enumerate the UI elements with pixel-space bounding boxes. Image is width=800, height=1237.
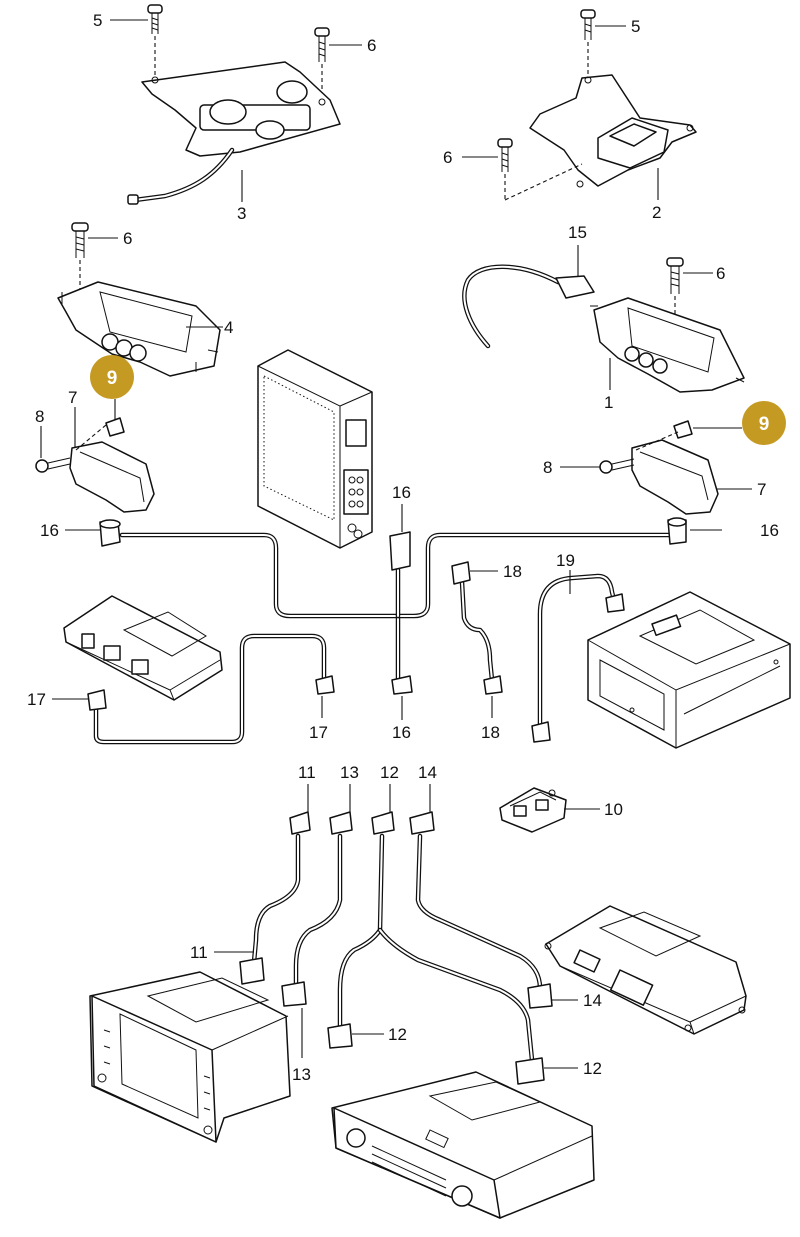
radio-cd-unit: [331, 1071, 595, 1219]
antenna-module-1: [590, 297, 745, 393]
callout-17-right: 17: [309, 723, 328, 742]
callout-7-left: 7: [68, 388, 77, 407]
callout-15: 15: [568, 223, 587, 242]
cable-14: [409, 811, 553, 1009]
highlight-callout-9-left: 9: [90, 355, 134, 399]
callout-12-bottom: 12: [583, 1059, 602, 1078]
cable-12: [327, 811, 545, 1085]
callout-5-top-left: 5: [93, 11, 102, 30]
callout-17-left: 17: [27, 690, 46, 709]
cable-11: [239, 811, 311, 985]
callout-10: 10: [604, 800, 623, 819]
control-unit: [63, 595, 223, 701]
callout-14-top: 14: [418, 763, 437, 782]
callout-8-left: 8: [35, 407, 44, 426]
bracket-10: [499, 787, 567, 833]
callout-9-right: 9: [759, 414, 770, 435]
navigation-head-unit: [89, 971, 291, 1143]
screw-8-right: [599, 458, 635, 474]
callout-6-top-left: 6: [367, 36, 376, 55]
callout-6-module-1: 6: [716, 264, 725, 283]
callout-2: 2: [652, 203, 661, 222]
screw-5-right: [580, 9, 596, 78]
amplifier-box: [257, 349, 373, 549]
callout-7-right: 7: [757, 480, 766, 499]
callout-13-bottom: 13: [292, 1065, 311, 1084]
callout-16-right: 16: [760, 521, 779, 540]
callout-9-left: 9: [107, 368, 118, 389]
callout-5-top-right: 5: [631, 17, 640, 36]
callout-11-bottom: 11: [190, 943, 208, 962]
callout-19: 19: [556, 551, 575, 570]
cable-19: [531, 573, 625, 743]
callout-13-top: 13: [340, 763, 359, 782]
callout-11-top: 11: [298, 763, 316, 782]
callout-8-right: 8: [543, 458, 552, 477]
callout-14-bottom: 14: [583, 991, 602, 1010]
callout-16-top: 16: [392, 483, 411, 502]
callout-3: 3: [237, 204, 246, 223]
clip-9-right: [673, 420, 693, 439]
cable-13: [281, 811, 353, 1007]
harness-16: [99, 517, 687, 695]
module-7-left: [69, 424, 155, 513]
antenna-module-4: [57, 281, 221, 377]
callout-6-module-4: 6: [123, 229, 132, 248]
callout-4: 4: [224, 318, 233, 337]
screw-8-left: [35, 457, 71, 473]
callout-12-top: 12: [380, 763, 399, 782]
screw-6-top-right: [497, 138, 583, 201]
callout-16-left: 16: [40, 521, 59, 540]
callout-6-top-right: 6: [443, 148, 452, 167]
highlight-callout-9-right: 9: [742, 401, 786, 445]
cable-15: [462, 264, 595, 349]
telephone-module: [544, 905, 747, 1035]
callout-18-top: 18: [503, 562, 522, 581]
cable-17: [87, 633, 335, 745]
cable-18: [451, 561, 503, 695]
callout-18-bottom: 18: [481, 723, 500, 742]
module-7-right: [631, 431, 719, 515]
screw-5-left: [147, 4, 163, 78]
clip-9-left: [105, 417, 125, 437]
dvd-changer: [587, 591, 791, 749]
bracket-3: [127, 61, 341, 205]
callout-1: 1: [604, 393, 613, 412]
callout-16-bottom: 16: [392, 723, 411, 742]
callout-12-middle: 12: [388, 1025, 407, 1044]
bracket-2: [529, 74, 697, 188]
